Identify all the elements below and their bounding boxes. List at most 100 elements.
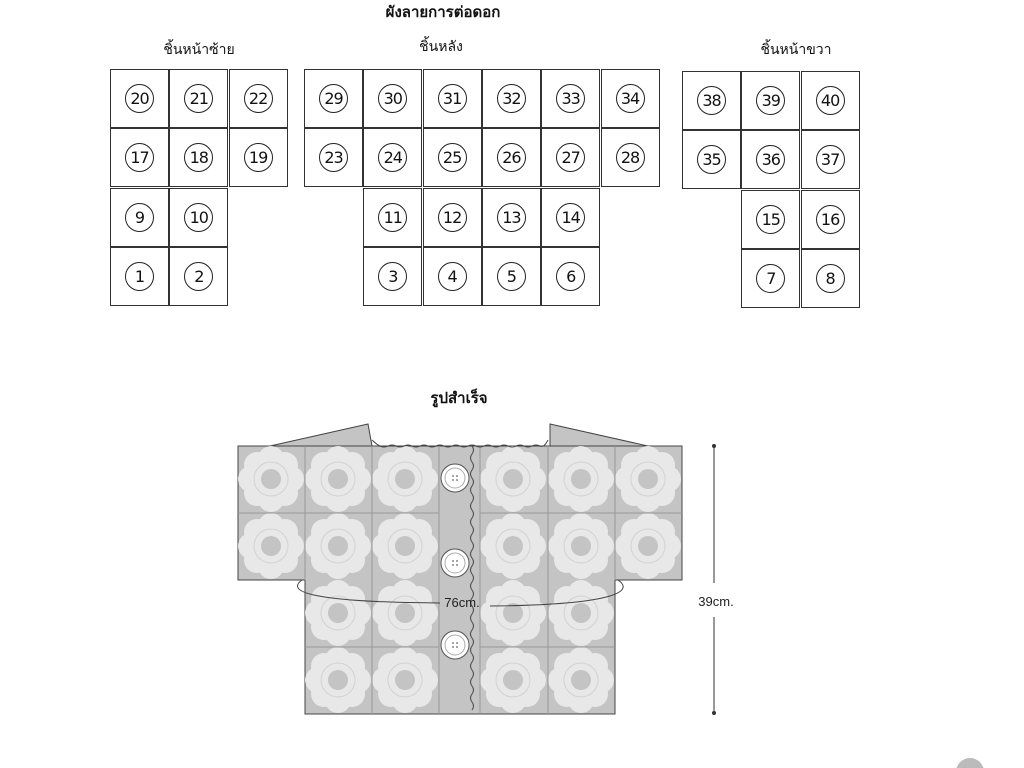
- motif-number: 12: [437, 202, 467, 232]
- grid-cell: 25: [422, 128, 482, 188]
- motif-number: 22: [243, 84, 273, 113]
- motif-number: 38: [697, 86, 726, 115]
- grid-cell: 35: [682, 130, 741, 190]
- flower-motif: [614, 445, 682, 513]
- grid-cell: 39: [741, 71, 801, 130]
- flower-motif: [304, 512, 372, 580]
- motif-number: 9: [125, 202, 154, 232]
- flower-motif: [371, 579, 439, 647]
- flower-motif: [547, 646, 615, 714]
- grid-cell: 15: [741, 189, 801, 249]
- grid-cell: 2: [169, 246, 229, 306]
- motif-number: 11: [378, 202, 408, 232]
- grid-cell: 11: [363, 187, 423, 247]
- motif-number: 29: [319, 84, 348, 113]
- flower-motif: [371, 512, 439, 580]
- grid-cell: 12: [422, 187, 482, 247]
- grid-cell: 14: [541, 187, 601, 247]
- grid-cell: 31: [422, 69, 482, 128]
- grid-cell: 29: [304, 69, 363, 128]
- flower-motif: [371, 445, 439, 513]
- grid-cell: 5: [481, 246, 541, 306]
- grid-cell: 13: [481, 187, 541, 247]
- motif-number: 16: [815, 204, 845, 234]
- motif-number: 30: [378, 84, 408, 113]
- motif-number: 15: [756, 204, 786, 234]
- motif-number: 1: [125, 261, 154, 291]
- grid-cell: 7: [741, 248, 801, 308]
- grid-cell: 37: [800, 130, 860, 190]
- motif-number: 39: [756, 86, 786, 115]
- motif-number: 21: [184, 84, 214, 113]
- flower-motif: [304, 579, 372, 647]
- motif-number: 3: [378, 261, 408, 291]
- back-label: ชิ้นหลัง: [419, 39, 463, 55]
- motif-number: 24: [378, 143, 408, 173]
- placket-edge: [470, 445, 474, 711]
- motif-number: 18: [184, 143, 214, 173]
- grid-cell: 16: [800, 189, 860, 249]
- flower-motif: [547, 445, 615, 513]
- flower-motif: [479, 512, 547, 580]
- right-front-label: ชิ้นหน้าขวา: [760, 42, 832, 58]
- grid-cell: 10: [169, 187, 229, 247]
- motif-number: 19: [243, 143, 273, 173]
- grid-cell: 18: [169, 128, 229, 188]
- finished-title: รูปสำเร็จ: [430, 389, 488, 407]
- grid-cell: 36: [741, 130, 801, 190]
- motif-number: 6: [556, 261, 586, 291]
- motif-number: 7: [756, 263, 786, 293]
- motif-number: 23: [319, 143, 348, 173]
- motif-number: 17: [125, 143, 154, 173]
- flower-motif: [304, 445, 372, 513]
- grid-cell: 9: [110, 187, 169, 247]
- grid-cell: 40: [800, 71, 860, 130]
- height-measure: 39cm.: [698, 594, 733, 609]
- motif-number: 20: [125, 84, 154, 113]
- left-front-label: ชิ้นหน้าซ้าย: [163, 42, 235, 58]
- motif-number: 31: [437, 84, 467, 113]
- grid-cell: 27: [541, 128, 601, 188]
- grid-cell: 28: [600, 128, 660, 188]
- motif-number: 28: [615, 143, 645, 173]
- width-measure-line: [297, 579, 624, 607]
- right-shoulder: [549, 423, 649, 447]
- grid-cell: 30: [363, 69, 423, 128]
- buttons: [440, 463, 470, 660]
- flower-motif: [479, 579, 547, 647]
- motif-number: 34: [615, 84, 645, 113]
- grid-cell: 22: [228, 69, 288, 128]
- flower-motif: [479, 445, 547, 513]
- grid-cell: 4: [422, 246, 482, 306]
- motif-number: 40: [815, 86, 845, 115]
- motif-number: 37: [815, 145, 845, 175]
- motif-number: 33: [556, 84, 586, 113]
- grid-cell: 26: [481, 128, 541, 188]
- page-number-badge: [956, 758, 984, 768]
- grid-cell: 32: [481, 69, 541, 128]
- flower-motif: [614, 512, 682, 580]
- motif-number: 5: [496, 261, 526, 291]
- grid-cell: 21: [169, 69, 229, 128]
- motif-number: 27: [556, 143, 586, 173]
- grid-cell: 8: [800, 248, 860, 308]
- motif-number: 35: [697, 145, 726, 175]
- flower-motif: [237, 512, 305, 580]
- motif-number: 25: [437, 143, 467, 173]
- grid-cell: 6: [541, 246, 601, 306]
- grid-cell: 23: [304, 128, 363, 188]
- grid-cell: 20: [110, 69, 169, 128]
- neckline: [371, 439, 549, 448]
- grid-cell: 19: [228, 128, 288, 188]
- flower-motif: [304, 646, 372, 714]
- motif-number: 4: [437, 261, 467, 291]
- grid-cell: 1: [110, 246, 169, 306]
- motif-number: 2: [184, 261, 214, 291]
- motif-number: 10: [184, 202, 214, 232]
- motif-number: 32: [496, 84, 526, 113]
- motif-number: 8: [815, 263, 845, 293]
- flower-motif: [237, 445, 305, 513]
- grid-cell: 33: [541, 69, 601, 128]
- grid-cell: 38: [682, 71, 741, 130]
